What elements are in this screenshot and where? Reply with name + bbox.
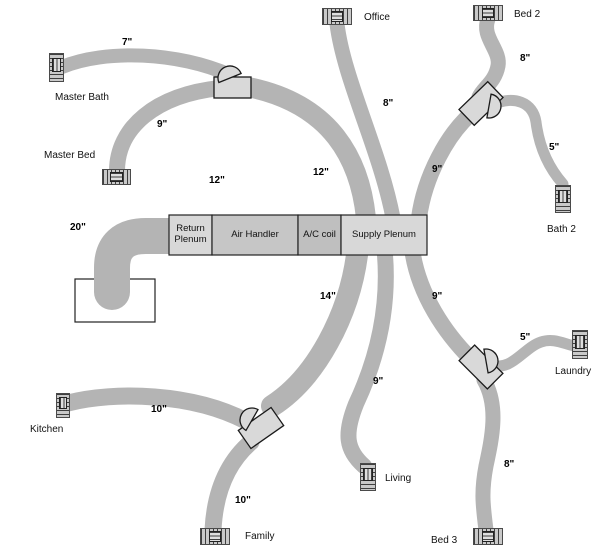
size-label-return: 20"	[70, 222, 86, 233]
duct-trunk-laundry-9	[405, 247, 479, 367]
room-label-bed2: Bed 2	[514, 9, 541, 20]
room-label-master-bed: Master Bed	[44, 150, 96, 161]
fitting-master-junction	[213, 65, 252, 99]
duct-laundry-5	[484, 335, 580, 372]
register-damper	[51, 57, 62, 72]
duct-trunk-bed2-9	[411, 100, 486, 226]
size-label-trunk-family: 14"	[320, 291, 336, 302]
duct-office-8	[329, 16, 401, 226]
register-bed3	[473, 528, 503, 545]
register-damper	[558, 189, 568, 204]
size-label-trunk-bed2: 9"	[432, 164, 443, 175]
duct-bed3-8	[475, 372, 501, 538]
size-label-master-bed: 9"	[157, 119, 168, 130]
register-master-bed	[102, 169, 131, 185]
register-living	[360, 463, 376, 491]
register-master-bath	[49, 53, 64, 82]
register-damper	[110, 171, 123, 183]
register-office	[322, 8, 352, 25]
room-label-kitchen: Kitchen	[30, 424, 64, 435]
room-label-office: Office	[364, 12, 390, 23]
size-label-family: 10"	[235, 495, 251, 506]
register-bath2	[555, 185, 571, 213]
size-label-bath2: 5"	[549, 142, 560, 153]
supply-plenum-label: Supply Plenum	[352, 228, 416, 240]
size-label-office: 8"	[383, 98, 394, 109]
room-label-bath2: Bath 2	[547, 224, 576, 235]
room-label-family: Family	[245, 531, 275, 542]
air-handler-box	[211, 214, 299, 256]
ac-coil-box	[297, 214, 342, 256]
supply-plenum-box	[340, 214, 428, 256]
fitting-laundry-junction	[458, 344, 504, 390]
size-label-kitchen: 10"	[151, 404, 167, 415]
room-label-laundry: Laundry	[555, 366, 592, 377]
register-damper	[363, 467, 373, 482]
duct-master-bed-9	[109, 80, 228, 179]
duct-bath2-5	[486, 95, 569, 190]
duct-kitchen-10	[59, 387, 255, 430]
duct-trunk-master-12	[238, 77, 376, 228]
duct-return-20	[94, 218, 188, 310]
register-damper	[330, 10, 344, 23]
duct-family-10	[204, 433, 260, 539]
register-damper	[481, 530, 495, 543]
size-label-master-bath: 7"	[122, 37, 133, 48]
duct-living-9	[340, 247, 394, 474]
room-label-living: Living	[385, 473, 412, 484]
size-label-laundry: 5"	[520, 332, 531, 343]
register-damper	[58, 397, 68, 410]
size-label-trunk-master-b: 12"	[313, 167, 329, 178]
duct-master-bath-7	[55, 48, 237, 82]
size-label-trunk-laundry: 9"	[432, 291, 443, 302]
room-label-master-bath: Master Bath	[55, 92, 109, 103]
register-damper	[575, 334, 585, 349]
register-damper	[481, 7, 495, 19]
register-bed2	[473, 5, 503, 21]
size-label-living: 9"	[373, 376, 384, 387]
register-family	[200, 528, 230, 545]
ac-coil-label: A/C coil	[303, 228, 336, 240]
fitting-bed2-junction	[458, 80, 504, 127]
size-label-bed3: 8"	[504, 459, 515, 470]
size-label-bed2: 8"	[520, 53, 531, 64]
register-laundry	[572, 330, 588, 359]
room-label-bed3: Bed 3	[431, 535, 458, 546]
size-label-trunk-master: 12"	[209, 175, 225, 186]
air-handler-label: Air Handler	[231, 228, 279, 240]
return-plenum-label: Return Plenum	[174, 223, 207, 245]
register-damper	[208, 530, 222, 543]
register-kitchen	[56, 393, 70, 418]
return-plenum-box	[168, 214, 213, 256]
duct-trunk-family-14	[261, 244, 368, 417]
fitting-kitchen-junction	[237, 406, 285, 450]
